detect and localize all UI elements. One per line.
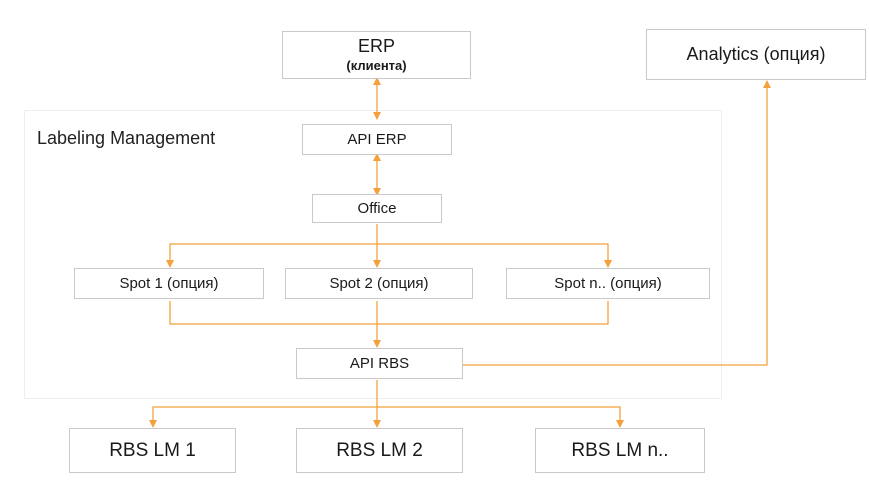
connector-spot-n-merge — [377, 301, 609, 325]
rbs-lm-2-node-title: RBS LM 2 — [336, 439, 423, 461]
spot-2-node-title: Spot 2 (опция) — [329, 274, 429, 292]
spot-n-node-title: Spot n.. (опция) — [554, 274, 662, 292]
rbs-lm-n-node: RBS LM n.. — [535, 428, 705, 473]
connector-office-spot-1 — [166, 243, 377, 268]
connector-api-rbs-lm-n — [377, 406, 624, 428]
spot-2-node: Spot 2 (опция) — [285, 268, 473, 299]
rbs-lm-1-node-title: RBS LM 1 — [109, 439, 196, 461]
office-node: Office — [312, 194, 442, 223]
connector-office-spot-n — [377, 243, 612, 268]
office-node-title: Office — [357, 199, 397, 217]
spot-1-node-title: Spot 1 (опция) — [119, 274, 219, 292]
connector-spot-1-merge — [169, 301, 377, 325]
rbs-lm-2-node: RBS LM 2 — [296, 428, 463, 473]
analytics-node: Analytics (опция) — [646, 29, 866, 80]
rbs-lm-1-node: RBS LM 1 — [69, 428, 236, 473]
connector-api-rbs-lm-1 — [149, 406, 377, 428]
spot-n-node: Spot n.. (опция) — [506, 268, 710, 299]
spot-1-node: Spot 1 (опция) — [74, 268, 264, 299]
labeling-management-title: Labeling Management — [37, 128, 216, 148]
rbs-lm-n-node-title: RBS LM n.. — [571, 439, 669, 461]
erp-node: ERP (клиента) — [282, 31, 471, 79]
analytics-node-title: Analytics (опция) — [686, 44, 826, 65]
erp-node-subtitle: (клиента) — [346, 58, 407, 74]
api-erp-node: API ERP — [302, 124, 452, 155]
api-erp-node-title: API ERP — [347, 130, 407, 148]
api-rbs-node-title: API RBS — [349, 354, 410, 372]
erp-node-title: ERP — [357, 35, 395, 56]
api-rbs-node: API RBS — [296, 348, 463, 379]
connector-api-rbs-analytics — [463, 80, 771, 366]
